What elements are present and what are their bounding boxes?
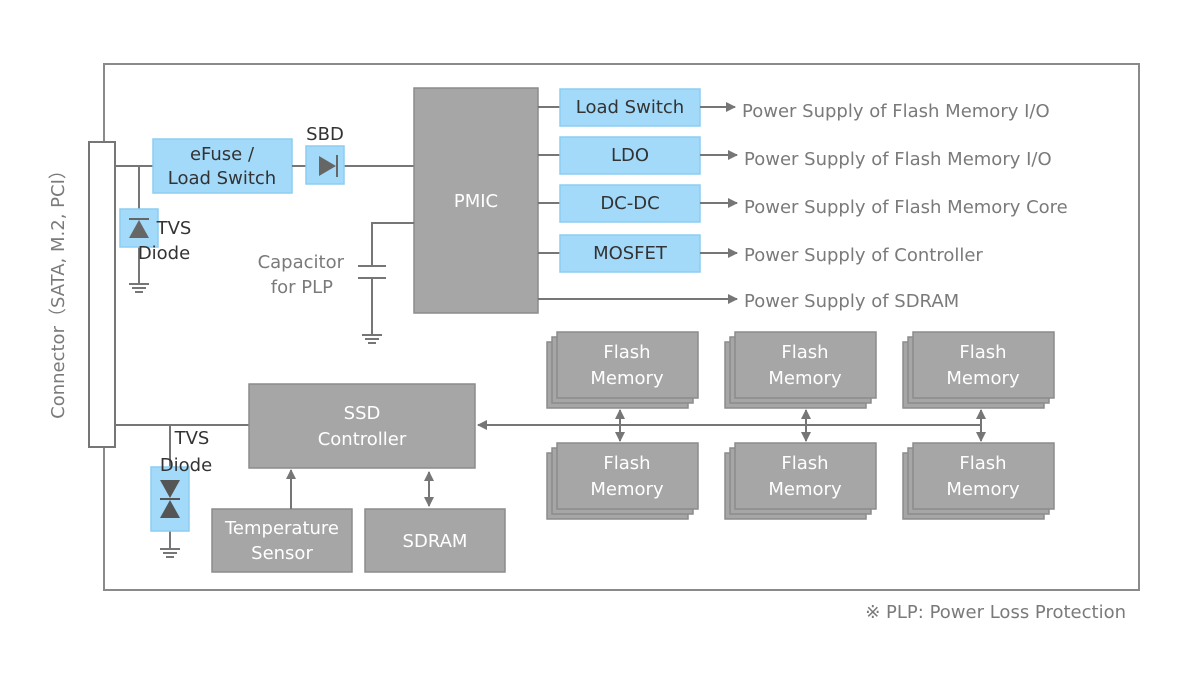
tvs-diode-icon (129, 218, 149, 238)
svg-text:Power Supply of SDRAM: Power Supply of SDRAM (744, 291, 959, 312)
tvs-bottom-label-line1: TVS (174, 428, 210, 449)
flash-label-line1: Flash (603, 342, 650, 363)
bidirectional-tvs-diode-icon (160, 480, 180, 518)
svg-text:MOSFET: MOSFET (593, 243, 668, 264)
flash-label-line1: Flash (781, 453, 828, 474)
rail-mosfet: MOSFET Power Supply of Controller (538, 234, 983, 273)
ssd-controller (248, 383, 476, 469)
sbd-label: SBD (306, 124, 344, 145)
flash-label-line1: Flash (781, 342, 828, 363)
ground-icon (129, 283, 149, 293)
schottky-diode-icon (319, 155, 338, 177)
tvs-top-label-line2: Diode (138, 243, 190, 264)
svg-text:Power Supply of Controller: Power Supply of Controller (744, 245, 983, 266)
tvs-bottom-label-line2: Diode (160, 455, 212, 476)
ground-icon (160, 548, 180, 558)
svg-text:Power Supply of Flash Memory I: Power Supply of Flash Memory I/O (742, 101, 1050, 122)
connector-label: Connector（SATA, M.2, PCI） (48, 161, 69, 419)
temp-sensor-label-line2: Sensor (251, 543, 313, 564)
footnote: ※ PLP: Power Loss Protection (865, 602, 1126, 623)
sdram (364, 508, 506, 573)
rail-sdram: Power Supply of SDRAM (538, 291, 959, 312)
pmic (413, 87, 539, 314)
efuse-label-line2: Load Switch (168, 168, 276, 189)
flash-label-line1: Flash (959, 342, 1006, 363)
rail-dc-dc: DC-DC Power Supply of Flash Memory Core (538, 184, 1068, 223)
temp-sensor-label-line1: Temperature (224, 518, 339, 539)
efuse-label-line1: eFuse / (190, 144, 255, 165)
flash-label-line2: Memory (946, 479, 1020, 500)
flash-label-line2: Memory (590, 479, 664, 500)
rail-ldo: LDO Power Supply of Flash Memory I/O (538, 136, 1052, 175)
controller-label-line2: Controller (318, 429, 407, 450)
flash-label-line2: Memory (946, 368, 1020, 389)
controller-label-line1: SSD (344, 403, 381, 424)
flash-label-line2: Memory (768, 479, 842, 500)
sdram-label: SDRAM (403, 531, 468, 552)
svg-text:Load Switch: Load Switch (576, 97, 684, 118)
capacitor-label-line1: Capacitor (258, 252, 345, 273)
svg-text:Power Supply of Flash Memory I: Power Supply of Flash Memory I/O (744, 149, 1052, 170)
flash-label-line1: Flash (603, 453, 650, 474)
connector (88, 141, 116, 448)
temperature-sensor (211, 508, 353, 573)
flash-label-line2: Memory (590, 368, 664, 389)
capacitor-label-line2: for PLP (271, 277, 333, 298)
ground-icon (362, 334, 382, 344)
flash-label-line2: Memory (768, 368, 842, 389)
flash-label-line1: Flash (959, 453, 1006, 474)
efuse-load-switch (152, 138, 293, 194)
pmic-label: PMIC (454, 191, 498, 212)
svg-text:Power Supply of Flash Memory C: Power Supply of Flash Memory Core (744, 197, 1068, 218)
tvs-top-label-line1: TVS (156, 218, 192, 239)
svg-text:DC-DC: DC-DC (600, 193, 659, 214)
rail-load-switch: Load Switch Power Supply of Flash Memory… (538, 88, 1050, 127)
svg-text:LDO: LDO (611, 145, 649, 166)
